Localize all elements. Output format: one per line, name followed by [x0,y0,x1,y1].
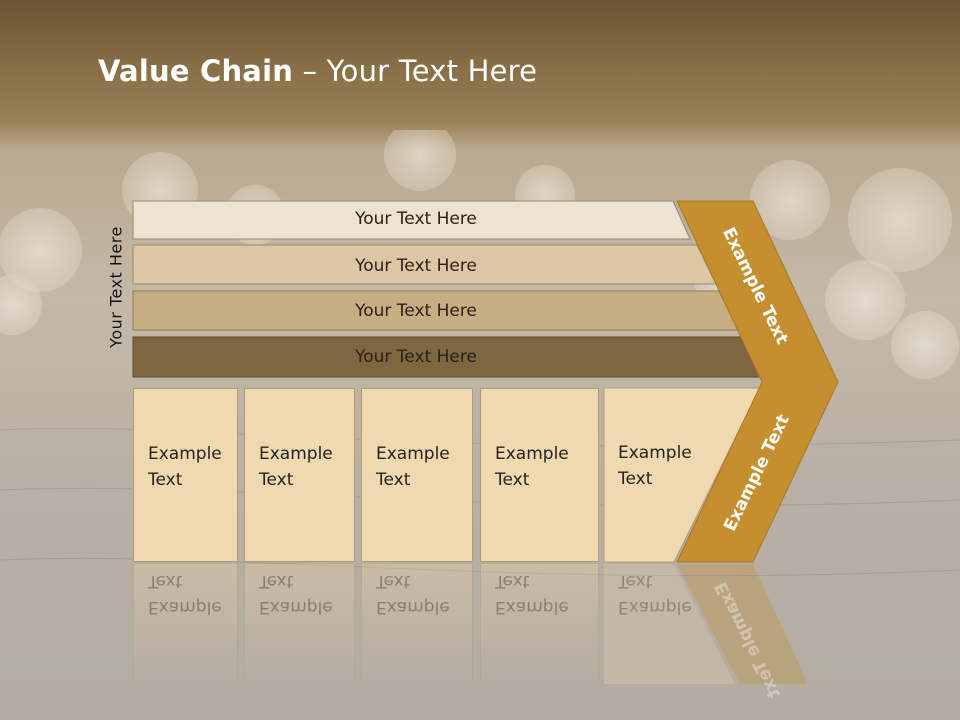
band-3-label: Your Text Here [355,301,477,321]
title-rest: – Your Text Here [293,54,538,88]
title-bold: Value Chain [98,54,294,88]
column-5-shape [603,387,761,563]
band-1-label: Your Text Here [355,209,477,229]
band-1-shape [132,200,691,240]
band-4-label: Your Text Here [355,347,477,367]
chevron-shape [676,200,839,563]
slide-title: Value Chain – Your Text Here [98,54,537,88]
chevron-reflection [677,564,808,684]
column-5-reflection [604,564,735,684]
band-2-label: Your Text Here [355,256,477,276]
